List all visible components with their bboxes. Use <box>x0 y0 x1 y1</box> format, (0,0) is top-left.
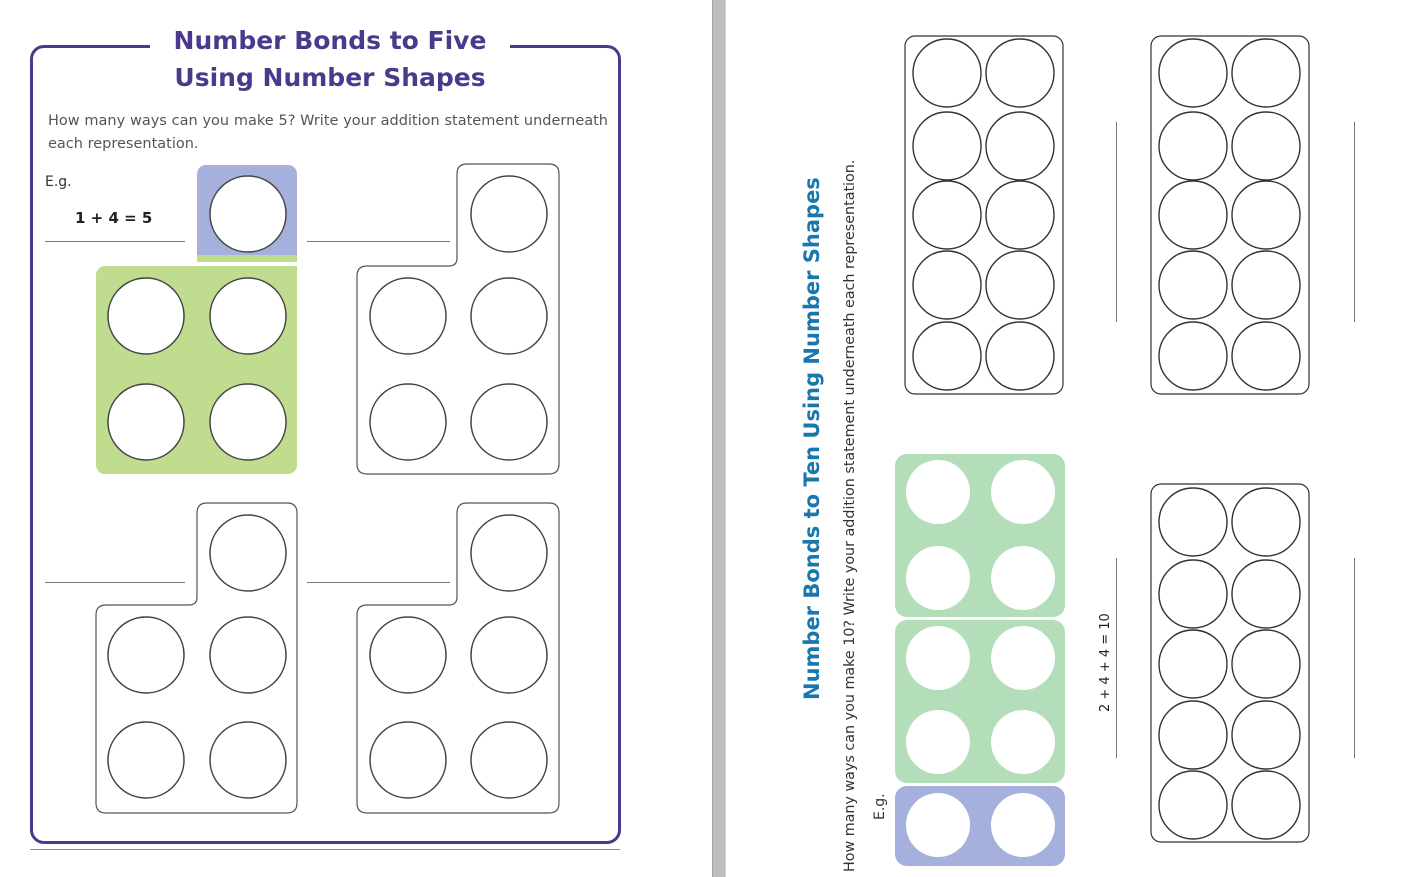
answer-line-2[interactable] <box>307 241 450 242</box>
title-line-2: Using Number Shapes <box>174 63 486 92</box>
answer-line-r2[interactable] <box>1354 122 1355 322</box>
number-shape-hole <box>209 175 287 253</box>
number-shape-outline <box>356 163 560 475</box>
ten-shape-outline <box>1150 35 1310 395</box>
number-shape-outline <box>356 502 560 814</box>
left-worksheet-page: Number Bonds to Five Using Number Shapes… <box>30 22 621 850</box>
title-gap <box>150 38 510 54</box>
number-shape-hole <box>209 277 287 355</box>
left-page-title: Number Bonds to Five Using Number Shapes <box>150 22 510 96</box>
answer-line-example <box>45 241 185 242</box>
number-shape-hole <box>209 383 287 461</box>
answer-line-r1[interactable] <box>1116 122 1117 322</box>
footer-line <box>30 849 620 850</box>
page-divider <box>712 0 726 877</box>
ten-shape-outline <box>904 35 1064 395</box>
number-shape-outline <box>95 502 298 814</box>
number-shape-five-blank-set <box>95 163 560 814</box>
answer-line-3[interactable] <box>45 582 185 583</box>
example-label: E.g. <box>45 174 72 190</box>
ten-shape-outline <box>1150 483 1310 843</box>
answer-line-r3[interactable] <box>1354 558 1355 758</box>
example-equation: 1 + 4 = 5 <box>75 209 153 227</box>
answer-line-r-example <box>1116 558 1117 758</box>
title-line-1: Number Bonds to Five <box>173 26 487 55</box>
number-shape-hole <box>107 277 185 355</box>
number-shape-five-example <box>96 165 297 474</box>
number-shape-hole <box>107 383 185 461</box>
left-instructions: How many ways can you make 5? Write your… <box>48 113 608 152</box>
answer-line-4[interactable] <box>307 582 450 583</box>
